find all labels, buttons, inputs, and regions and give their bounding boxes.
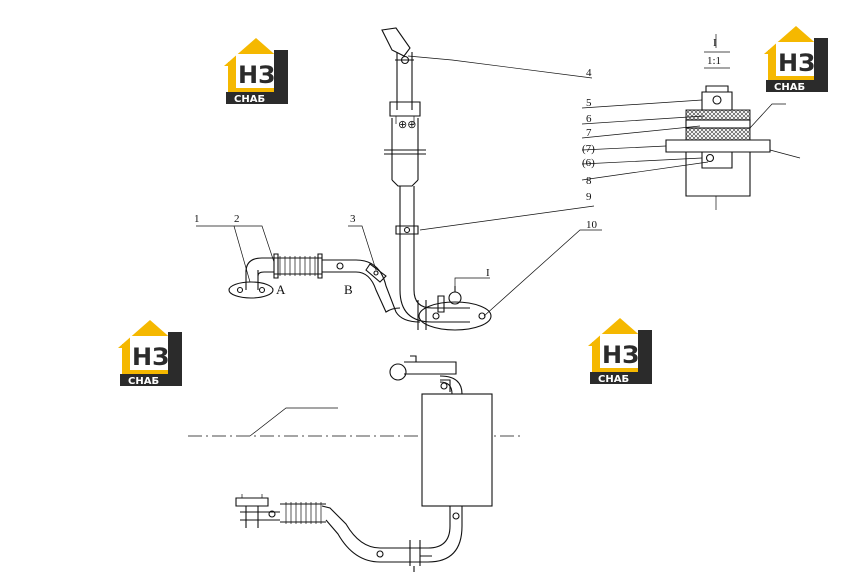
plan-view (188, 355, 520, 572)
callout-8: 8 (586, 175, 592, 187)
detail-title: I (713, 37, 717, 49)
callout-6: 6 (586, 113, 592, 125)
detail-view-i (581, 34, 801, 210)
view-mark-b: B (344, 282, 353, 297)
callout-9: 9 (586, 191, 592, 203)
corrugated-hose (273, 253, 323, 279)
leader-2 (234, 225, 275, 263)
logo-caption: СНАБ (234, 94, 265, 105)
callout-6-paren: (6) (582, 157, 595, 169)
logo-mark: НЗ (778, 49, 815, 77)
flange-a (228, 281, 274, 299)
logo-caption: СНАБ (774, 82, 805, 93)
callout-4: 4 (586, 67, 592, 79)
callout-7: 7 (586, 127, 592, 139)
section-mark: I (486, 267, 490, 279)
view-mark-a: A (276, 282, 286, 297)
muffler-plan (421, 393, 493, 507)
logo-top-right: НЗ СНАБ (764, 26, 828, 93)
logo-middle-left: НЗ СНАБ (118, 320, 182, 387)
callout-10: 10 (586, 219, 598, 231)
callout-2: 2 (234, 213, 240, 225)
logo-top-left: НЗ СНАБ (224, 38, 288, 105)
logo-caption: СНАБ (128, 376, 159, 387)
main-view: ⊕⊕ (196, 27, 602, 331)
logo-mark: НЗ (238, 61, 275, 89)
exhaust-tip (381, 27, 411, 57)
callout-7-paren: (7) (582, 143, 595, 155)
logo-caption: СНАБ (598, 374, 629, 385)
detail-scale: 1:1 (707, 55, 721, 67)
leader-10 (483, 229, 602, 317)
logo-mark: НЗ (132, 343, 169, 371)
callout-1: 1 (194, 213, 200, 225)
callout-3: 3 (350, 213, 356, 225)
leader-9 (419, 205, 595, 231)
leader-1 (196, 225, 251, 283)
callout-5: 5 (586, 97, 592, 109)
logo-middle-right: НЗ СНАБ (588, 318, 652, 385)
leader-4 (407, 55, 593, 79)
callout-labels: 1 2 3 4 5 6 7 (7) (6) 8 9 10 A B I I 1:1 (194, 37, 721, 297)
leader-3 (348, 225, 377, 271)
svg-text:⊕⊕: ⊕⊕ (398, 119, 416, 131)
logo-mark: НЗ (602, 341, 639, 369)
